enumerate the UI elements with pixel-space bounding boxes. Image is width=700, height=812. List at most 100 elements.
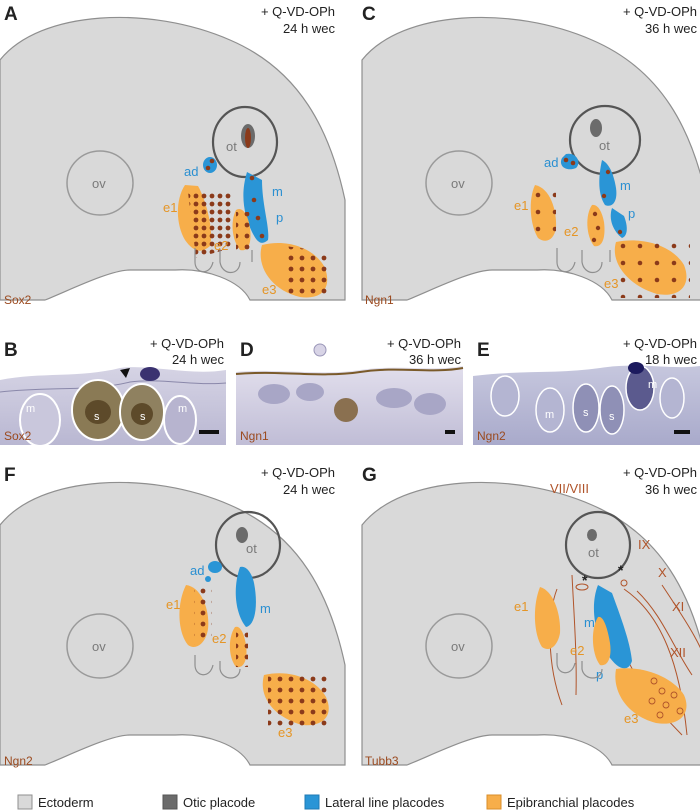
- cell-s-label: s: [140, 411, 146, 423]
- ov-label: ov: [451, 176, 465, 191]
- ad-label: ad: [190, 563, 204, 578]
- legend-label: Epibranchial placodes: [507, 795, 635, 810]
- cell-m-label: m: [648, 379, 657, 391]
- nerve-ix-label: IX: [638, 537, 651, 552]
- cell-s-label: s: [583, 407, 589, 419]
- cell-m-label: m: [178, 403, 187, 415]
- legend-swatch-ectoderm: [17, 794, 33, 810]
- e2-label: e2: [212, 631, 226, 646]
- panel-f: ov ot ad m e1 e2 e3 F + Q-VD-OPh 24 h we…: [0, 465, 346, 768]
- panel-g-treatment: + Q-VD-OPh: [623, 465, 697, 480]
- panel-d-marker: Ngn1: [240, 429, 269, 443]
- panel-g-letter: G: [362, 465, 377, 486]
- legend-swatch-lateral-line: [304, 794, 320, 810]
- e2-placode: [587, 204, 605, 247]
- legend-label: Otic placode: [183, 795, 255, 810]
- m-label: m: [272, 184, 283, 199]
- panel-g: ov ot m p e1 e2 e3 VII/VIII IX X XI XII …: [361, 465, 700, 768]
- panel-b-time: 24 h wec: [172, 352, 225, 367]
- e2-label: e2: [564, 224, 578, 239]
- otic-vesicle: [564, 510, 632, 580]
- panel-f-marker: Ngn2: [4, 754, 33, 768]
- cell-m-label: m: [26, 403, 35, 415]
- m-label: m: [260, 601, 271, 616]
- panel-a: ov ot ad m p e1 e2 e3 A + Q-VD-OPh 24 h …: [0, 4, 346, 307]
- ectoderm-shape: [361, 481, 700, 766]
- panel-f-treatment: + Q-VD-OPh: [261, 465, 335, 480]
- p-label: p: [276, 210, 283, 225]
- panel-b-marker: Sox2: [4, 429, 32, 443]
- panel-e: m s s m E + Q-VD-OPh 18 h wec Ngn2: [473, 336, 700, 445]
- ot-label: ot: [588, 545, 599, 560]
- cell-s-label: s: [94, 411, 100, 423]
- e3-label: e3: [604, 276, 618, 291]
- panel-c-treatment: + Q-VD-OPh: [623, 4, 697, 19]
- e2-placode: [592, 616, 611, 666]
- panel-g-marker: Tubb3: [365, 754, 399, 768]
- cell-m-label: m: [545, 409, 554, 421]
- panel-c-marker: Ngn1: [365, 293, 394, 307]
- panel-g-time: 36 h wec: [645, 482, 698, 497]
- legend-label: Lateral line placodes: [325, 795, 445, 810]
- e1-label: e1: [166, 597, 180, 612]
- panel-a-time: 24 h wec: [283, 21, 336, 36]
- scale-bar: [199, 430, 219, 434]
- legend-label: Ectoderm: [38, 795, 94, 810]
- scale-bar: [445, 430, 455, 434]
- m-label: m: [620, 178, 631, 193]
- e1-placode: [534, 587, 561, 650]
- e3-label: e3: [278, 725, 292, 740]
- asterisk-mark: *: [582, 572, 588, 588]
- legend: Ectoderm Otic placode Lateral line placo…: [17, 794, 635, 810]
- ot-label: ot: [226, 139, 237, 154]
- ad-placode: [203, 157, 217, 173]
- ov-label: ov: [451, 639, 465, 654]
- panel-f-letter: F: [4, 465, 16, 486]
- panel-a-letter: A: [4, 4, 18, 25]
- panel-d-letter: D: [240, 340, 254, 361]
- panel-e-letter: E: [477, 340, 490, 361]
- panel-e-marker: Ngn2: [477, 429, 506, 443]
- panel-a-treatment: + Q-VD-OPh: [261, 4, 335, 19]
- p-placode: [610, 208, 627, 238]
- panel-a-marker: Sox2: [4, 293, 32, 307]
- ot-label: ot: [599, 138, 610, 153]
- arrowhead-icon: [120, 368, 130, 378]
- panel-d: D + Q-VD-OPh 36 h wec Ngn1: [235, 336, 464, 445]
- e3-label: e3: [262, 282, 276, 297]
- ad-placode: [208, 561, 222, 573]
- nerve-xii-label: XII: [670, 645, 686, 660]
- cell-s-label: s: [609, 411, 615, 423]
- ad-label: ad: [544, 155, 558, 170]
- panel-f-time: 24 h wec: [283, 482, 336, 497]
- scale-bar: [674, 430, 690, 434]
- ot-label: ot: [246, 541, 257, 556]
- nerve-xi-label: XI: [672, 599, 684, 614]
- ov-label: ov: [92, 176, 106, 191]
- nerve-x-label: X: [658, 565, 667, 580]
- m-label: m: [584, 615, 595, 630]
- panel-e-treatment: + Q-VD-OPh: [623, 336, 697, 351]
- panel-b: m s s m B + Q-VD-OPh 24 h wec Sox2: [0, 336, 227, 447]
- e1-label: e1: [163, 200, 177, 215]
- e3-placode: [615, 668, 687, 724]
- panel-c: ov ot ad m p e1 e2 e3 C + Q-VD-OPh 36 h …: [361, 4, 700, 307]
- ad-placode: [560, 153, 579, 170]
- panel-d-time: 36 h wec: [409, 352, 462, 367]
- m-placode: [235, 566, 256, 627]
- panel-b-treatment: + Q-VD-OPh: [150, 336, 224, 351]
- p-label: p: [628, 206, 635, 221]
- otic-placode: [587, 529, 597, 541]
- legend-swatch-otic: [162, 794, 178, 810]
- panel-b-letter: B: [4, 340, 18, 361]
- e1-label: e1: [514, 198, 528, 213]
- m-placode: [593, 585, 632, 669]
- panel-c-time: 36 h wec: [645, 21, 698, 36]
- asterisk-mark: *: [618, 562, 624, 578]
- panel-d-treatment: + Q-VD-OPh: [387, 336, 461, 351]
- legend-swatch-epibranchial: [486, 794, 502, 810]
- e2-label: e2: [570, 643, 584, 658]
- e1-label: e1: [514, 599, 528, 614]
- panel-e-time: 18 h wec: [645, 352, 698, 367]
